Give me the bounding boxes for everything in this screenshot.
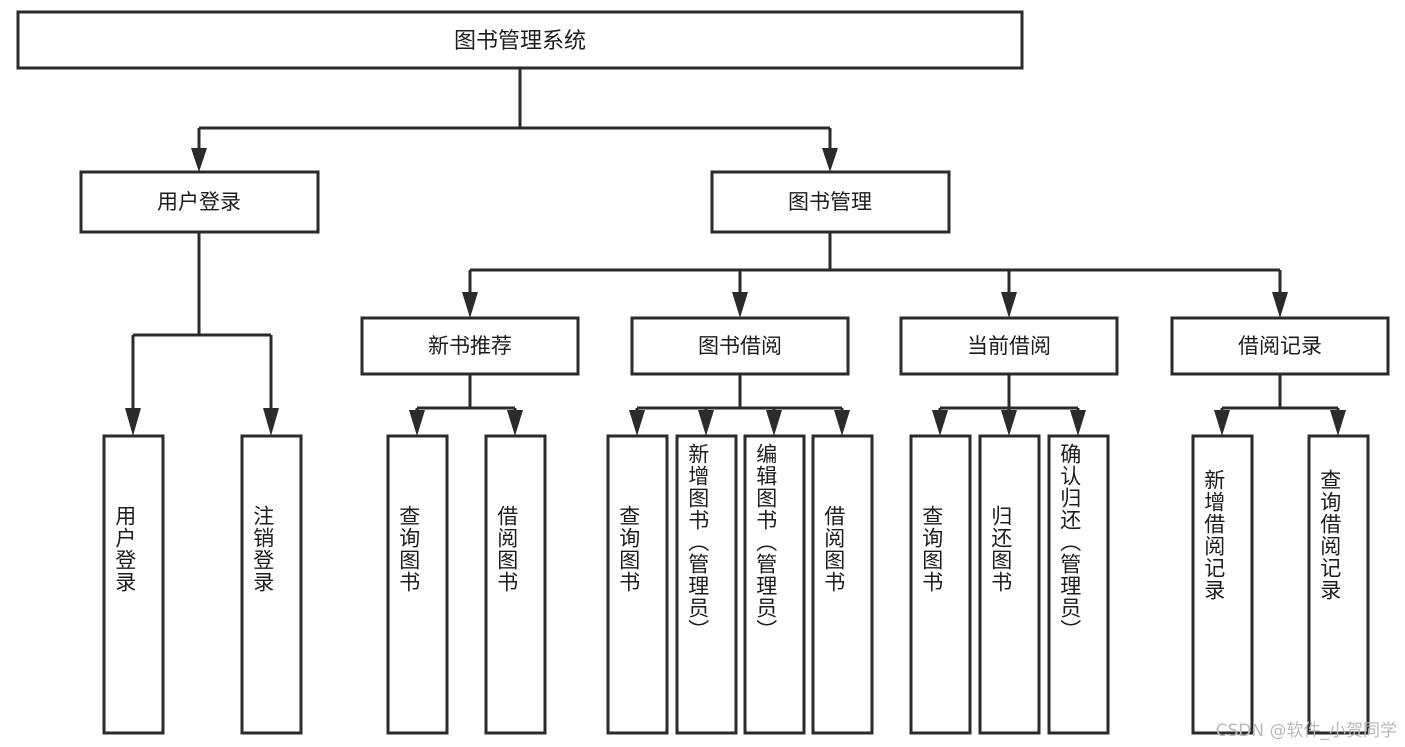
node-box-leaf-br-add-record[interactable]: [1191, 434, 1254, 735]
connector-group-borrow-record: [1214, 374, 1346, 436]
arrow-head-nb-leaf-1: [409, 410, 425, 436]
arrow-head-borrow-record: [1272, 292, 1288, 318]
connector-group-root: [191, 68, 838, 172]
node-box-leaf-cb-return-book[interactable]: [978, 434, 1041, 735]
node-box-leaf-nb-borrow-book[interactable]: [484, 434, 547, 735]
node-label-root: 图书管理系统: [454, 29, 586, 54]
connector-group-book-borrow: [629, 374, 850, 436]
node-box-new-book-recommend[interactable]: [360, 316, 580, 376]
connector-group-user-login: [125, 232, 279, 436]
arrow-head-book-mgmt: [822, 148, 838, 172]
node-box-book-management[interactable]: [710, 170, 951, 234]
node-label-new-book-recommend: 新书推荐: [428, 334, 512, 358]
arrow-head-cb-leaf-3: [1070, 410, 1086, 436]
node-box-borrow-record[interactable]: [1170, 316, 1390, 376]
arrow-head-user-login: [191, 148, 207, 172]
node-box-current-borrow[interactable]: [899, 316, 1119, 376]
node-label-current-borrow: 当前借阅: [967, 334, 1051, 358]
arrow-head-bb-leaf-3: [766, 410, 782, 436]
arrow-head-bb-leaf-4: [834, 410, 850, 436]
node-box-leaf-br-query-record[interactable]: [1307, 434, 1370, 735]
arrow-head-br-leaf-1: [1214, 410, 1230, 436]
arrow-head-current-borrow: [1001, 292, 1017, 318]
node-box-root[interactable]: [16, 10, 1024, 70]
node-box-leaf-bb-query-book[interactable]: [606, 434, 669, 735]
arrow-head-book-borrow: [732, 292, 748, 318]
arrow-head-nb-leaf-2: [507, 410, 523, 436]
arrow-head-cb-leaf-2: [1001, 410, 1017, 436]
node-label-book-borrow: 图书借阅: [698, 334, 782, 358]
node-box-leaf-bb-borrow-book[interactable]: [811, 434, 874, 735]
node-box-book-borrow[interactable]: [630, 316, 850, 376]
arrow-head-leaf-logout: [263, 408, 279, 436]
arrow-head-bb-leaf-2: [698, 410, 714, 436]
connector-group-book-mgmt: [462, 232, 1288, 318]
connector-group-new-book: [409, 374, 523, 436]
arrow-head-br-leaf-2: [1330, 410, 1346, 436]
connector-group-current-borrow: [932, 374, 1086, 436]
arrow-head-bb-leaf-1: [629, 410, 645, 436]
node-box-leaf-nb-query-book[interactable]: [386, 434, 449, 735]
watermark-text: CSDN @软件_小贺同学: [1215, 721, 1397, 741]
arrow-head-leaf-user-login: [125, 408, 141, 436]
node-box-leaf-cb-confirm-return[interactable]: [1047, 434, 1110, 735]
node-label-borrow-record: 借阅记录: [1238, 334, 1322, 358]
node-box-leaf-bb-add-book[interactable]: [675, 434, 738, 735]
node-box-leaf-cb-query-book[interactable]: [909, 434, 972, 735]
node-box-leaf-bb-edit-book[interactable]: [743, 434, 806, 735]
node-box-leaf-logout[interactable]: [240, 434, 303, 735]
node-box-leaf-user-login[interactable]: [102, 434, 165, 735]
node-label-book-management: 图书管理: [788, 190, 872, 214]
arrow-head-cb-leaf-1: [932, 410, 948, 436]
node-label-user-login: 用户登录: [157, 190, 241, 214]
node-box-user-login[interactable]: [79, 170, 320, 234]
arrow-head-new-book: [462, 292, 478, 318]
